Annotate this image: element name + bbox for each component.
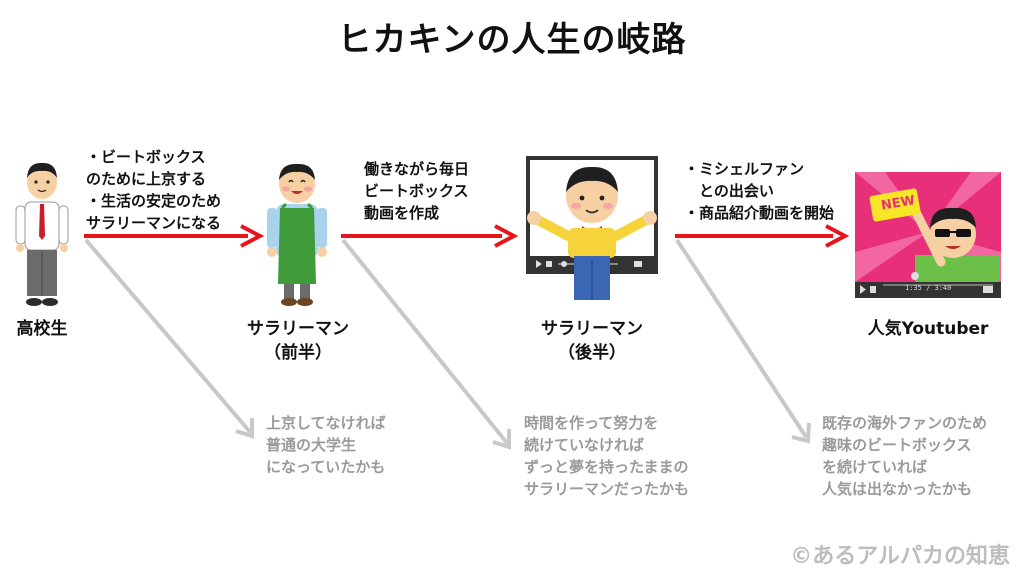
stage-label-1: 高校生 <box>16 319 68 339</box>
alt-arrow-1 <box>84 238 254 439</box>
alternative-note-2: 時間を作って努力を 続けていなければ ずっと夢を持ったままの サラリーマンだった… <box>524 414 690 498</box>
transition-note-2: 働きながら毎日 ビートボックス 動画を作成 <box>364 160 470 222</box>
transition-note-1: ・ビートボックス のために上京する ・生活の安定のため サラリーマンになる <box>86 148 222 232</box>
transition-note-3: ・ミシェルファン との出会い ・商品紹介動画を開始 <box>684 160 835 222</box>
alt-arrows <box>84 238 811 450</box>
high-school-student-illustration <box>15 162 69 306</box>
alt-arrow-2 <box>341 238 511 450</box>
alternative-note-1: 上京してなければ 普通の大学生 になっていたかも <box>266 414 386 476</box>
alt-arrow-3 <box>675 238 811 444</box>
copyright: ©あるアルパカの知恵 <box>790 544 1010 569</box>
video-time: 1:35 / 3:40 <box>905 284 952 292</box>
stage-label-3: サラリーマン （後半） <box>541 319 643 363</box>
popular-youtuber-video: NEW 1:35 / 3:40 <box>855 172 1001 298</box>
page-title: ヒカキンの人生の岐路 <box>337 20 687 60</box>
main-arrows <box>84 224 850 248</box>
main-arrow-1 <box>84 224 265 248</box>
stage-label-4: 人気Youtuber <box>867 319 989 339</box>
salaryman-apron-illustration <box>267 163 327 306</box>
alternative-note-3: 既存の海外ファンのため 趣味のビートボックス を続けていれば 人気は出なかったか… <box>822 414 988 498</box>
stage-label-2: サラリーマン （前半） <box>247 319 349 363</box>
main-arrow-2 <box>341 224 519 248</box>
video-thumbnail-illustration <box>855 172 1001 298</box>
video-frame-youtuber-illustration <box>526 156 658 300</box>
main-arrow-3 <box>675 224 850 248</box>
